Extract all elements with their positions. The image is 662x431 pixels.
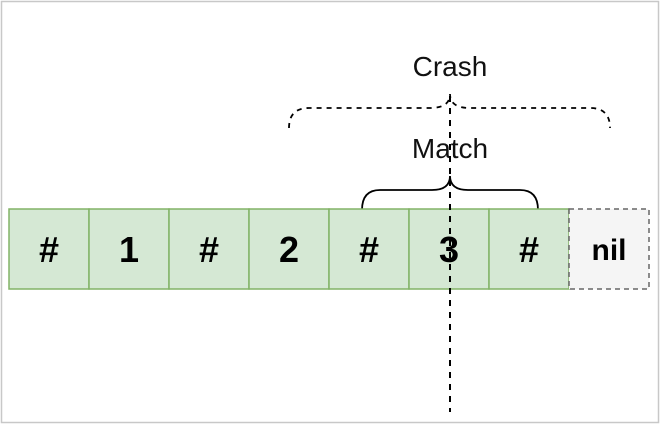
buffer-cell-box bbox=[88, 208, 170, 290]
buffer-cell: 1 bbox=[88, 208, 170, 290]
buffer-cell: 3 bbox=[408, 208, 490, 290]
buffer-cell-box bbox=[168, 208, 250, 290]
buffer-cell-box bbox=[248, 208, 330, 290]
buffer-cell-text: # bbox=[199, 229, 219, 270]
buffer-cell-box bbox=[328, 208, 410, 290]
buffer-cell-text: 1 bbox=[119, 229, 139, 270]
match-brace bbox=[361, 175, 539, 211]
buffer-cell-text: # bbox=[359, 229, 379, 270]
crash-brace bbox=[288, 93, 611, 129]
buffer-cell-box bbox=[488, 208, 570, 290]
buffer-cell: # bbox=[8, 208, 90, 290]
buffer-cell-text: 3 bbox=[439, 229, 459, 270]
buffer-cell-text: # bbox=[519, 229, 539, 270]
nil-cell-box bbox=[568, 208, 650, 290]
buffer-cell: # bbox=[328, 208, 410, 290]
buffer-cells: #1 #2 #3 # nil bbox=[8, 208, 650, 290]
buffer-cell-box bbox=[408, 208, 490, 290]
nil-cell: nil bbox=[568, 208, 650, 290]
buffer-cell-text: 2 bbox=[279, 229, 299, 270]
buffer-cell: # bbox=[168, 208, 250, 290]
buffer-cell-text: # bbox=[39, 229, 59, 270]
nil-cell-text: nil bbox=[592, 234, 627, 267]
buffer-cell: 2 bbox=[248, 208, 330, 290]
buffer-cell: # bbox=[488, 208, 570, 290]
crash-label: Crash bbox=[413, 51, 488, 82]
